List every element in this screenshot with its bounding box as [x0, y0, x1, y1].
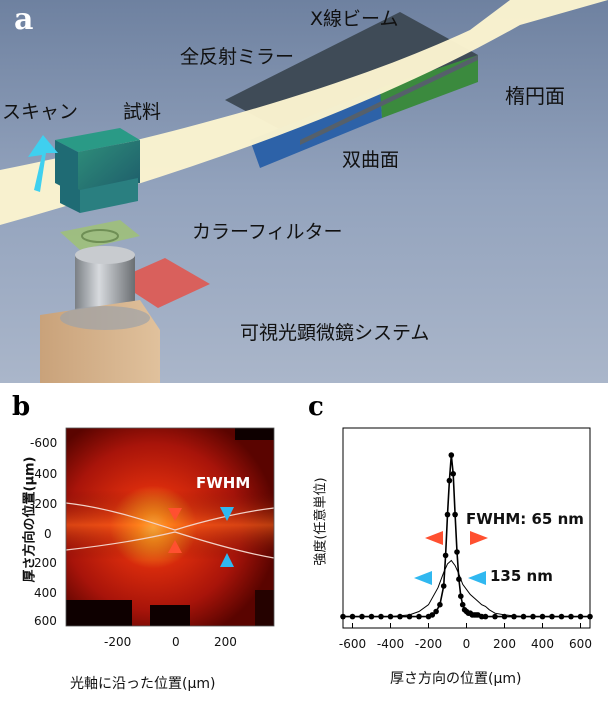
panel-c-data-point: [429, 612, 436, 618]
panel-c-xtick: -600: [339, 637, 366, 651]
microscope-body: [40, 246, 160, 383]
label-total-reflection-mirror: 全反射ミラー: [180, 46, 295, 68]
label-xray-beam: X線ビーム: [310, 8, 399, 30]
panel-b-ytick: 0: [44, 527, 52, 541]
panel-c-data-point: [340, 613, 346, 620]
panel-b-ytick: -400: [30, 467, 58, 481]
arrow-blue-bottom-icon: [220, 553, 234, 567]
panel-c-data-point: [442, 552, 449, 559]
panel-b-ytick: 400: [34, 586, 57, 600]
panel-c-data-point: [440, 583, 447, 589]
panel-b-xlabel: 光軸に沿った位置(μm): [70, 676, 216, 692]
panel-c-xtick: 400: [531, 637, 554, 651]
panel-a-illustration: a X線ビーム 全反射ミラー 楕円面 スキャン 試料 双曲面 カラーフィルター …: [0, 0, 608, 383]
panel-c-xlabel: 厚さ方向の位置(μm): [390, 671, 522, 687]
panel-c-frame: [342, 427, 591, 629]
panel-c-fwhm-label: FWHM: 65 nm: [466, 510, 584, 528]
panel-c-data-point: [492, 613, 498, 620]
panel-c-xtick: 0: [463, 637, 471, 651]
panel-c-data-point: [446, 477, 453, 484]
panel-a-letter: a: [14, 2, 34, 37]
panel-c-data-point: [458, 593, 464, 599]
panel-c-data-point: [454, 549, 460, 555]
panel-c-xtick: -400: [377, 637, 404, 651]
panel-c-xtick: -200: [415, 637, 442, 651]
label-ellipse-surface: 楕円面: [505, 84, 565, 108]
panel-c-xtick: 600: [569, 637, 592, 651]
color-filter-red: [115, 258, 210, 308]
panel-c-xtick: 200: [493, 637, 516, 651]
panel-c-data-point: [450, 471, 457, 477]
panel-a-scene: [0, 0, 608, 383]
arrow-blue-left-icon: [414, 571, 432, 585]
panel-c-data-point: [482, 613, 489, 620]
sample-cube: [55, 128, 140, 213]
panel-c-letter: c: [308, 392, 324, 422]
panel-b-ytick: -200: [30, 497, 58, 511]
panel-c-data-point: [433, 608, 439, 615]
panel-c-data-point: [448, 452, 455, 458]
panel-c-data-point: [511, 613, 517, 620]
panel-b-ytick: 200: [34, 556, 57, 570]
label-scan: スキャン: [2, 101, 79, 123]
label-color-filter: カラーフィルター: [192, 221, 343, 243]
panel-b-ytick: 600: [34, 614, 57, 628]
panel-c-series-line-1: [352, 559, 581, 618]
arrow-blue-right-icon: [468, 571, 486, 585]
xray-beam: [0, 0, 608, 225]
panel-c-data-point: [437, 601, 443, 608]
panel-c-data-point: [444, 511, 451, 518]
color-filter-green: [60, 220, 140, 250]
panel-c-data-point: [397, 613, 403, 620]
arrow-blue-top-icon: [220, 507, 234, 521]
panel-b-xtick: 200: [214, 635, 237, 649]
panel-b-xtick: -200: [104, 635, 132, 649]
arrow-red-right-icon: [470, 531, 488, 545]
panel-c-data-point: [416, 613, 422, 620]
panel-b-fwhm-label: FWHM: [196, 474, 251, 492]
panel-b-heatmap: [65, 427, 275, 627]
scan-arrow-icon: [28, 135, 58, 192]
panel-c-width-label: 135 nm: [490, 567, 553, 585]
arrow-red-top-icon: [168, 508, 182, 521]
panel-c-data-point: [587, 613, 593, 620]
panel-b-xtick: 0: [172, 635, 180, 649]
label-sample: 試料: [123, 101, 162, 123]
arrow-red-left-icon: [425, 531, 443, 545]
label-microscope-system: 可視光顕微鏡システム: [240, 322, 430, 344]
arrow-red-bottom-icon: [168, 540, 182, 553]
panel-c-data-point: [459, 601, 466, 608]
label-hyperbolic-surface: 双曲面: [342, 149, 400, 171]
panel-c-data-point: [452, 511, 458, 518]
panel-b-ytick: -600: [30, 436, 58, 450]
panel-c-series-line-0: [343, 455, 590, 618]
panel-b-letter: b: [12, 392, 31, 422]
